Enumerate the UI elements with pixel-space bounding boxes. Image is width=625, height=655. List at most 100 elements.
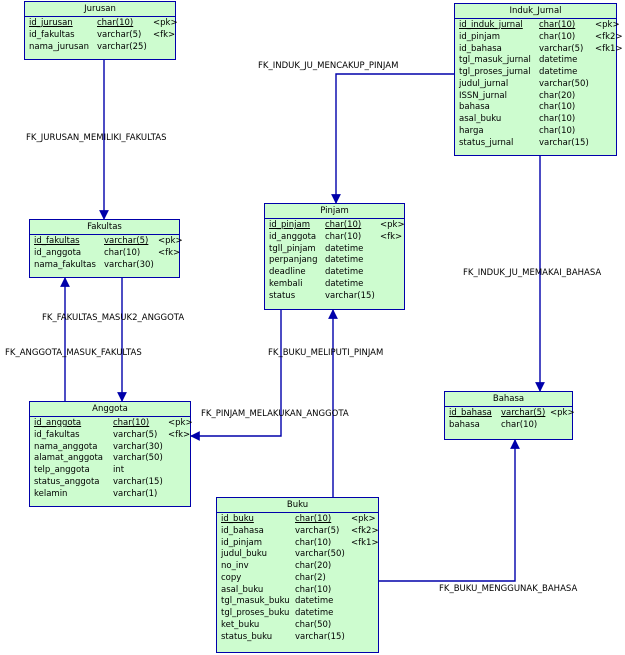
attribute-name: id_fakultas bbox=[29, 29, 75, 40]
attribute-key: <fk1> bbox=[351, 537, 379, 548]
entity-title: Fakultas bbox=[30, 220, 179, 235]
attribute-type: varchar(5) bbox=[113, 429, 158, 440]
attribute-name: id_pinjam bbox=[221, 537, 263, 548]
attribute-type: varchar(50) bbox=[295, 549, 345, 560]
attribute-name: tgl_masuk_buku bbox=[221, 596, 290, 607]
attribute-name: bahasa bbox=[459, 102, 490, 113]
attribute-name: status_jurnal bbox=[459, 137, 514, 148]
attribute-type: datetime bbox=[295, 596, 334, 607]
attribute-type: char(10) bbox=[97, 18, 134, 28]
attribute-row: nama_fakultas varchar(30) bbox=[32, 260, 179, 272]
attribute-type: varchar(1) bbox=[113, 488, 158, 499]
entity-title: Induk_Jurnal bbox=[455, 4, 616, 19]
attribute-name: nama_fakultas bbox=[34, 259, 96, 270]
attribute-type: varchar(5) bbox=[104, 236, 149, 246]
attribute-type: datetime bbox=[539, 67, 578, 77]
attribute-name: alamat_anggota bbox=[34, 453, 103, 464]
label-fk-induk-ju-mencakup-pinjam: FK_INDUK_JU_MENCAKUP_PINJAM bbox=[258, 61, 399, 71]
attribute-key: <pk> bbox=[595, 20, 620, 30]
attribute-key: <pk> bbox=[158, 236, 183, 246]
attribute-type: char(10) bbox=[539, 114, 576, 124]
attribute-type: char(50) bbox=[295, 619, 332, 630]
attribute-type: varchar(15) bbox=[325, 290, 375, 301]
attribute-type: varchar(30) bbox=[104, 259, 154, 270]
attribute-key: <fk2> bbox=[351, 525, 379, 536]
attribute-name: nama_anggota bbox=[34, 441, 98, 452]
attribute-type: int bbox=[113, 465, 125, 475]
attribute-name: ISSN_jurnal bbox=[459, 90, 507, 101]
attribute-name: status_buku bbox=[221, 631, 273, 642]
entity-title: Buku bbox=[217, 498, 378, 513]
attribute-type: varchar(15) bbox=[113, 476, 163, 487]
attribute-name: id_buku bbox=[221, 514, 254, 524]
attribute-type: char(10) bbox=[539, 20, 576, 30]
attribute-name: asal_buku bbox=[221, 584, 264, 595]
label-fk-induk-ju-memakai-bahasa: FK_INDUK_JU_MEMAKAI_BAHASA bbox=[463, 268, 602, 278]
entity-title: Bahasa bbox=[445, 392, 572, 407]
link-pinjam-anggota bbox=[190, 310, 282, 441]
attribute-key: <pk> bbox=[168, 418, 193, 428]
attribute-name: id_bahasa bbox=[449, 408, 492, 418]
attribute-key: <fk> bbox=[158, 247, 181, 258]
attribute-key: <pk> bbox=[550, 408, 575, 418]
attribute-name: nama_jurusan bbox=[29, 41, 89, 52]
attribute-type: char(10) bbox=[539, 125, 576, 136]
entity-title: Anggota bbox=[30, 402, 190, 417]
attribute-key: <pk> bbox=[153, 18, 178, 28]
attribute-name: id_bahasa bbox=[221, 525, 264, 536]
attribute-type: varchar(30) bbox=[113, 441, 163, 452]
attribute-name: id_fakultas bbox=[34, 429, 80, 440]
attribute-row: judul_buku varchar(50) bbox=[219, 549, 378, 561]
attribute-name: bahasa bbox=[449, 419, 480, 430]
attribute-name: id_bahasa bbox=[459, 43, 502, 54]
attribute-type: datetime bbox=[539, 55, 578, 66]
attribute-type: char(20) bbox=[539, 90, 576, 101]
attribute-type: datetime bbox=[325, 243, 364, 254]
attribute-name: tgl_proses_buku bbox=[221, 608, 290, 618]
attribute-name: deadline bbox=[269, 267, 306, 277]
attribute-name: copy bbox=[221, 572, 242, 583]
attribute-row: tgll_pinjam datetime bbox=[267, 244, 404, 256]
label-fk-anggota-masuk-fakultas: FK_ANGGOTA_MASUK_FAKULTAS bbox=[5, 348, 142, 358]
attribute-name: perpanjang bbox=[269, 255, 318, 266]
attribute-name: id_anggota bbox=[269, 231, 317, 242]
attribute-name: tgl_masuk_jurnal bbox=[459, 55, 531, 66]
attribute-type: char(10) bbox=[113, 418, 150, 428]
attribute-name: judul_buku bbox=[221, 549, 267, 560]
attribute-type: char(10) bbox=[325, 220, 362, 230]
attribute-key: <pk> bbox=[351, 514, 376, 524]
attribute-name: status_anggota bbox=[34, 476, 100, 487]
attribute-key: <fk1> bbox=[595, 43, 623, 54]
attribute-type: char(10) bbox=[104, 247, 141, 258]
attribute-type: varchar(5) bbox=[97, 29, 142, 40]
attribute-name: telp_anggota bbox=[34, 465, 90, 475]
attribute-name: tgll_pinjam bbox=[269, 243, 316, 254]
link-induk-jurnal-pinjam bbox=[331, 73, 454, 204]
